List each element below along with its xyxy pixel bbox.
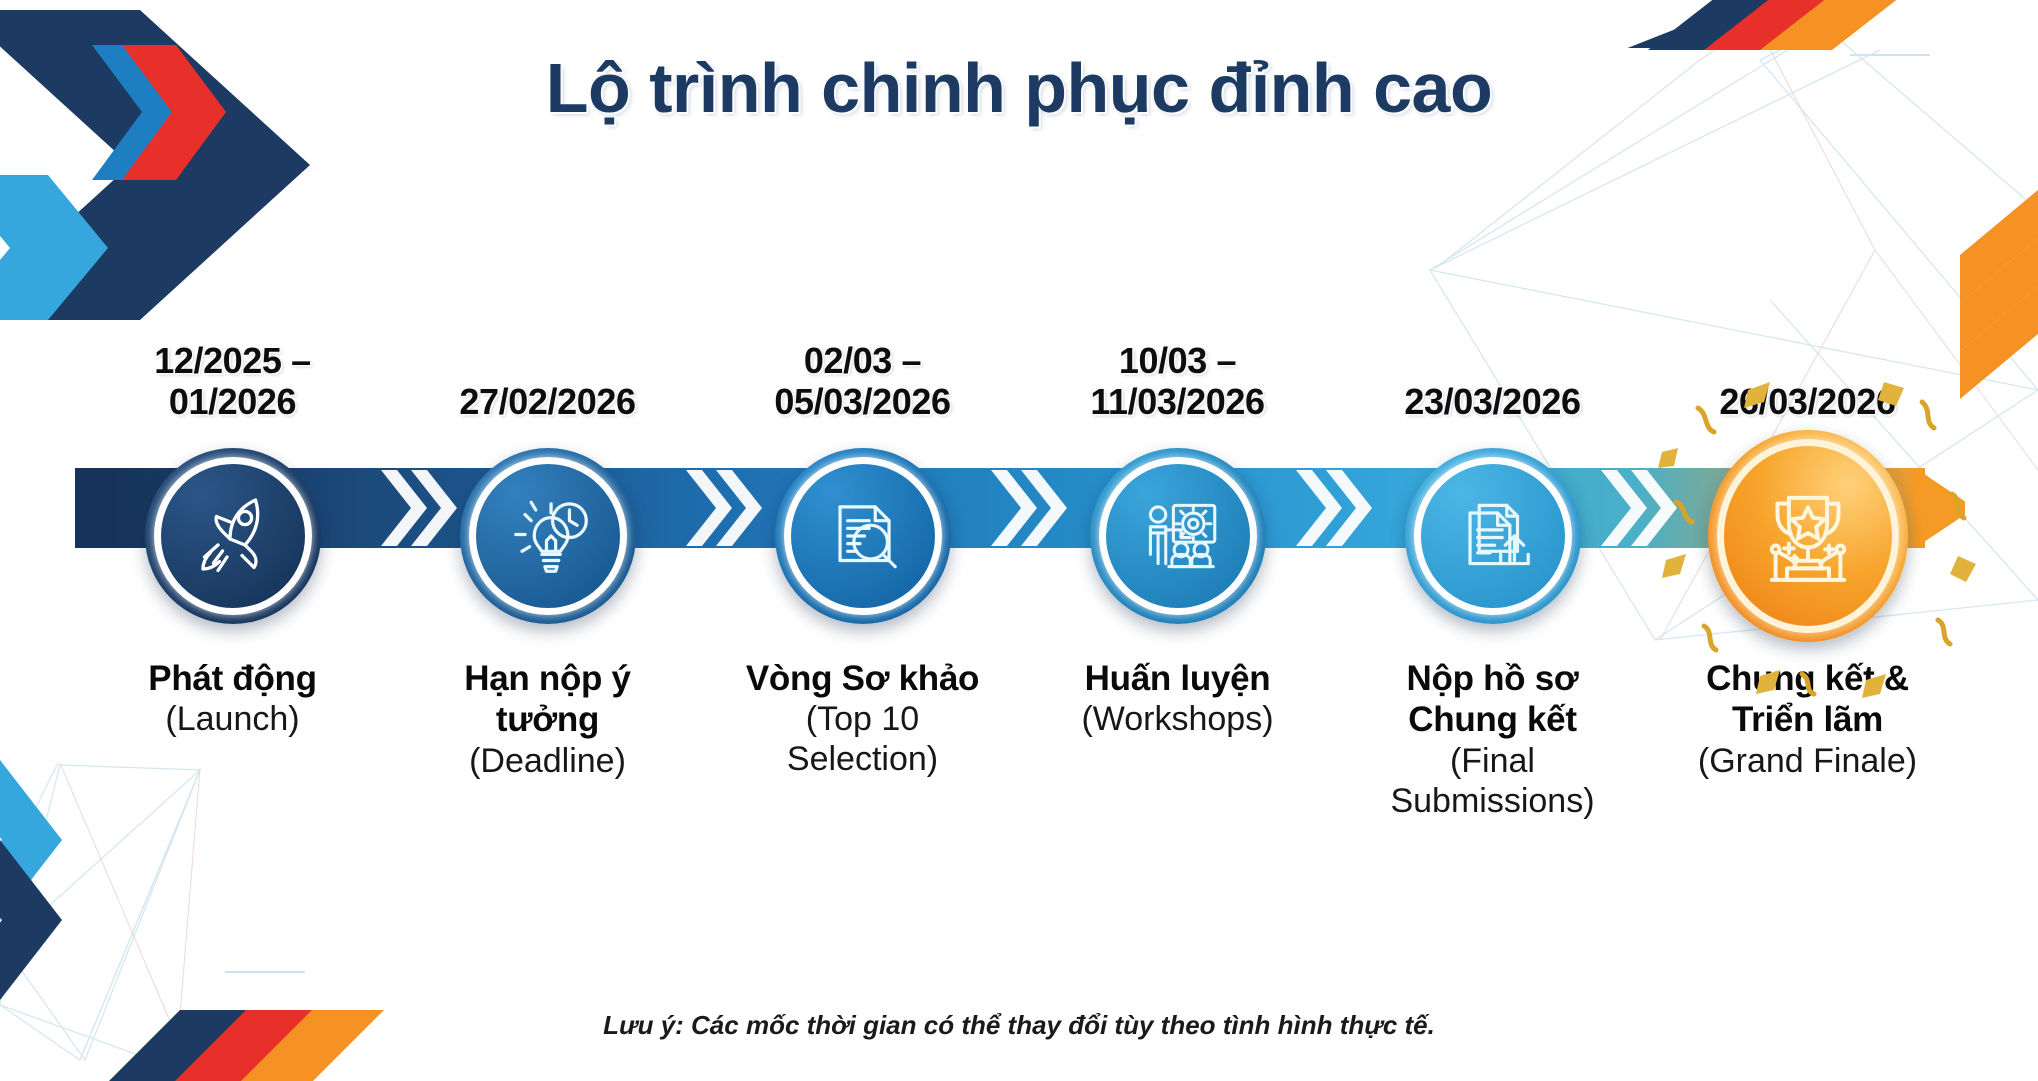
step-date: 10/03 – 11/03/2026	[1090, 340, 1265, 422]
timeline-ribbon	[75, 468, 1965, 548]
stripe-orange	[1760, 0, 1897, 50]
step-date: 27/02/2026	[459, 380, 636, 422]
ribbon-head-right	[1915, 468, 1965, 548]
step-label-vn: Hạn nộp ý tưởng	[464, 659, 631, 740]
chevron-lightblue-a	[0, 175, 68, 320]
step-label: Nộp hồ sơ Chung kết (Final Submissions)	[1390, 658, 1594, 821]
step-label-en: (Top 10 Selection)	[786, 700, 939, 779]
step-label: Vòng Sơ khảo (Top 10 Selection)	[745, 658, 980, 780]
stripe-red	[1704, 0, 1841, 50]
circle-ring	[1413, 457, 1572, 615]
circle-ring	[153, 457, 312, 615]
stripes-top-right	[1627, 0, 1877, 48]
timeline-step-grand-finale[interactable]: 26/03/2026	[1650, 330, 1976, 781]
circle-ring	[468, 457, 627, 615]
step-date: 23/03/2026	[1404, 380, 1581, 422]
step-label-en: (Final Submissions)	[1390, 741, 1595, 820]
ribbon-chevrons	[381, 470, 1677, 546]
chevrons-orange-right	[1960, 190, 2038, 399]
roadmap-timeline: 12/2025 – 01/2026	[75, 330, 1976, 890]
timeline-step-preliminary-round[interactable]: 02/03 – 05/03/2026 Vòng Sơ kh	[705, 330, 1020, 780]
timeline-step-workshops[interactable]: 10/03 – 11/03/2026	[1020, 330, 1335, 739]
step-circle[interactable]	[459, 448, 636, 624]
timeline-steps: 12/2025 – 01/2026	[75, 330, 1976, 890]
step-circle[interactable]	[1089, 448, 1266, 624]
page-title-container: Lộ trình chinh phục đỉnh cao	[0, 48, 2038, 128]
document-search-icon	[837, 505, 897, 569]
trophy-icon	[1769, 495, 1846, 582]
step-label-vn: Vòng Sơ khảo	[745, 659, 980, 698]
chevron-lightblue-b	[0, 175, 108, 320]
circle-ring	[1098, 457, 1257, 615]
timeline-step-idea-deadline[interactable]: 27/02/2026	[390, 330, 705, 781]
step-circle-slot	[763, 436, 963, 636]
timeline-step-launch[interactable]: 12/2025 – 01/2026	[75, 330, 390, 739]
step-label-vn: Nộp hồ sơ Chung kết	[1406, 659, 1579, 740]
document-upload-icon	[1467, 503, 1530, 566]
step-label: Hạn nộp ý tưởng (Deadline)	[464, 658, 631, 781]
step-label-en: (Launch)	[165, 700, 300, 739]
step-date: 02/03 – 05/03/2026	[774, 340, 951, 422]
footnote-text: Lưu ý: Các mốc thời gian có thể thay đổi…	[603, 1010, 1435, 1040]
timeline-step-final-submission[interactable]: 23/03/2026	[1335, 330, 1650, 821]
step-circle-slot	[1078, 436, 1278, 636]
step-circle[interactable]	[774, 448, 951, 624]
step-label-vn: Phát động	[148, 659, 317, 698]
rocket-icon	[200, 498, 259, 573]
circle-ring	[783, 457, 942, 615]
step-date: 12/2025 – 01/2026	[154, 340, 311, 422]
step-circle-slot	[448, 436, 648, 636]
step-circle[interactable]	[1707, 430, 1908, 642]
step-label: Phát động (Launch)	[148, 658, 317, 739]
step-circle-slot	[1393, 436, 1593, 636]
step-label-en: (Deadline)	[469, 741, 626, 780]
chevron-lightblue-bl	[0, 760, 62, 920]
lightbulb-clock-icon	[513, 500, 588, 573]
step-label-en: (Workshops)	[1081, 700, 1274, 739]
step-circle[interactable]	[144, 448, 321, 624]
stripe-group-top-right	[1648, 0, 1897, 50]
presentation-training-icon	[1148, 503, 1216, 569]
ribbon-tail-left	[75, 468, 119, 548]
step-label-vn: Huấn luyện	[1084, 659, 1271, 698]
step-label: Huấn luyện (Workshops)	[1081, 658, 1273, 739]
step-circle-slot	[133, 436, 333, 636]
step-label-en: (Grand Finale)	[1697, 741, 1918, 780]
step-circle-slot	[1657, 382, 1976, 698]
chevron-navy-bl	[0, 840, 62, 1000]
stripe-navy	[1648, 0, 1785, 50]
step-circle[interactable]	[1404, 448, 1581, 624]
page-title: Lộ trình chinh phục đỉnh cao	[545, 49, 1493, 127]
